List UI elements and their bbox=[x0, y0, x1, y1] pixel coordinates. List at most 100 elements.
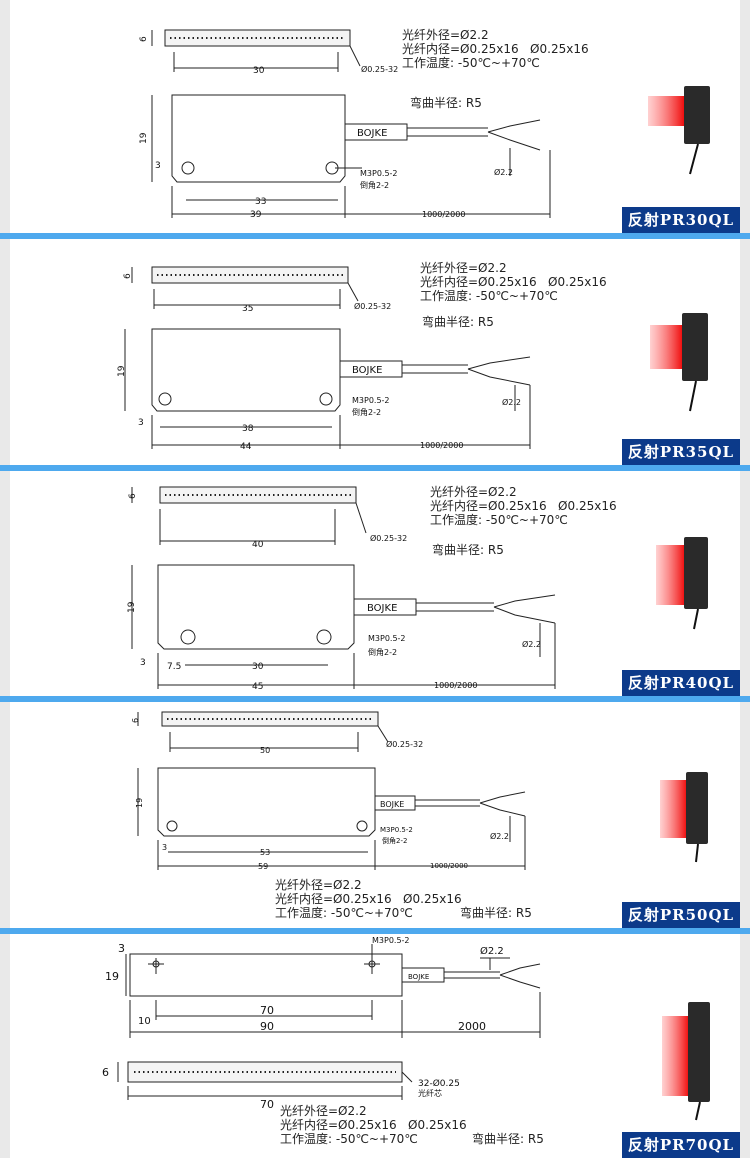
dim-body-length: 59 bbox=[258, 862, 268, 871]
panel-pr50ql: 6 50 Ø0.25-32 19 3 53 59 1000/2000 BOJKE… bbox=[10, 702, 740, 928]
spec-bend-radius: 弯曲半径: R5 bbox=[410, 96, 482, 110]
spec-outer-diameter: 光纤外径=Ø2.2 bbox=[275, 878, 362, 892]
dim-array-length: 40 bbox=[252, 540, 264, 550]
dim-fiber-array: Ø0.25-32 bbox=[361, 64, 398, 74]
fiber-face-label: 光纤芯 bbox=[418, 1088, 442, 1098]
spec-temperature: 工作温度: -50℃~+70℃ bbox=[430, 513, 568, 527]
model-badge-pr35ql: 反射PR35QL bbox=[622, 439, 740, 465]
dim-array-length: 30 bbox=[253, 66, 265, 76]
spec-block: 光纤外径=Ø2.2 光纤内径=Ø0.25x16 Ø0.25x16 工作温度: -… bbox=[402, 28, 589, 70]
spec-inner-diameter: 光纤内径=Ø0.25x16 Ø0.25x16 bbox=[280, 1118, 467, 1132]
dim-edge-offset: 7.5 bbox=[167, 662, 181, 672]
dim-height: 6 bbox=[128, 493, 138, 499]
product-photo-pr40ql bbox=[656, 537, 708, 630]
drawing-pr40ql: 6 40 Ø0.25-32 19 3 7.5 30 45 1000/2000 B… bbox=[127, 486, 556, 692]
spec-temperature: 工作温度: -50℃~+70℃ bbox=[275, 906, 413, 920]
product-photo-pr70ql bbox=[662, 1002, 710, 1121]
dim-cable-length: 1000/2000 bbox=[420, 441, 463, 450]
dim-body-height: 19 bbox=[105, 970, 119, 983]
spec-block: 光纤外径=Ø2.2 光纤内径=Ø0.25x16 Ø0.25x16 工作温度: -… bbox=[280, 1104, 467, 1146]
spec-bend-radius: 弯曲半径: R5 bbox=[432, 543, 504, 557]
dim-edge: 3 bbox=[162, 843, 167, 852]
screw-label: M3P0.5-2 bbox=[372, 936, 410, 945]
spec-block: 光纤外径=Ø2.2 光纤内径=Ø0.25x16 Ø0.25x16 工作温度: -… bbox=[420, 261, 607, 303]
dim-fiber-array: Ø0.25-32 bbox=[386, 739, 423, 749]
dim-hole-pitch: 53 bbox=[260, 848, 270, 857]
dim-array-length: 70 bbox=[260, 1098, 274, 1111]
dim-body-length: 39 bbox=[250, 210, 262, 220]
spec-outer-diameter: 光纤外径=Ø2.2 bbox=[402, 28, 489, 42]
model-badge-pr30ql: 反射PR30QL bbox=[622, 207, 740, 233]
panel-pr35ql: 6 35 Ø0.25-32 19 3 38 44 1000/2000 BOJKE… bbox=[10, 239, 740, 465]
panel-pr70ql: 3 19 M3P0.5-2 Ø2.2 BOJKE 10 70 90 2000 6… bbox=[10, 934, 740, 1158]
spec-outer-diameter: 光纤外径=Ø2.2 bbox=[280, 1104, 367, 1118]
model-badge-pr70ql: 反射PR70QL bbox=[622, 1132, 740, 1158]
screw-label: M3P0.5-2 bbox=[368, 634, 406, 643]
spec-outer-diameter: 光纤外径=Ø2.2 bbox=[420, 261, 507, 275]
drawing-pr70ql: 3 19 M3P0.5-2 Ø2.2 BOJKE 10 70 90 2000 6… bbox=[102, 936, 541, 1111]
dim-hole-pitch: 33 bbox=[255, 197, 266, 207]
brand-label: BOJKE bbox=[408, 973, 429, 981]
chamfer-label: 倒角2-2 bbox=[352, 407, 381, 417]
spec-bend-radius: 弯曲半径: R5 bbox=[460, 906, 532, 920]
spec-inner-diameter: 光纤内径=Ø0.25x16 Ø0.25x16 bbox=[420, 275, 607, 289]
fiber-diameter-label: Ø2.2 bbox=[490, 831, 509, 841]
spec-inner-diameter: 光纤内径=Ø0.25x16 Ø0.25x16 bbox=[402, 42, 589, 56]
panel-pr40ql: 6 40 Ø0.25-32 19 3 7.5 30 45 1000/2000 B… bbox=[10, 471, 740, 696]
dim-hole-pitch: 70 bbox=[260, 1004, 274, 1017]
separator bbox=[0, 928, 750, 934]
dim-edge: 3 bbox=[140, 658, 146, 668]
dim-hole-pitch: 38 bbox=[242, 424, 254, 434]
spec-temperature: 工作温度: -50℃~+70℃ bbox=[420, 289, 558, 303]
spec-bend-radius: 弯曲半径: R5 bbox=[472, 1132, 544, 1146]
spec-block: 光纤外径=Ø2.2 光纤内径=Ø0.25x16 Ø0.25x16 工作温度: -… bbox=[275, 878, 462, 920]
brand-label: BOJKE bbox=[380, 800, 404, 809]
dim-edge-offset: 10 bbox=[138, 1016, 151, 1027]
separator bbox=[0, 465, 750, 471]
chamfer-label: 倒角2-2 bbox=[382, 836, 407, 845]
chamfer-label: 倒角2-2 bbox=[360, 180, 389, 190]
separator bbox=[0, 233, 750, 239]
spec-outer-diameter: 光纤外径=Ø2.2 bbox=[430, 485, 517, 499]
fiber-diameter-label: Ø2.2 bbox=[502, 397, 521, 407]
dim-cable-length: 1000/2000 bbox=[422, 210, 465, 219]
brand-label: BOJKE bbox=[352, 365, 382, 376]
dim-body-height: 19 bbox=[139, 132, 149, 144]
dim-body-length: 45 bbox=[252, 682, 263, 692]
model-badge-pr40ql: 反射PR40QL bbox=[622, 670, 740, 696]
fiber-diameter-label: Ø2.2 bbox=[522, 639, 541, 649]
spec-bend-radius: 弯曲半径: R5 bbox=[422, 315, 494, 329]
dim-height: 6 bbox=[139, 36, 149, 42]
dim-body-length: 90 bbox=[260, 1020, 274, 1033]
product-photo-pr30ql bbox=[648, 86, 710, 175]
dim-height: 3 bbox=[118, 942, 125, 955]
spec-temperature: 工作温度: -50℃~+70℃ bbox=[402, 56, 540, 70]
dim-cable-length: 1000/2000 bbox=[430, 862, 468, 870]
screw-label: M3P0.5-2 bbox=[360, 169, 398, 178]
dim-edge: 3 bbox=[138, 418, 144, 428]
model-badge-pr50ql: 反射PR50QL bbox=[622, 902, 740, 928]
fiber-diameter-label: Ø2.2 bbox=[480, 945, 504, 957]
dim-array-length: 35 bbox=[242, 304, 253, 314]
spec-block: 光纤外径=Ø2.2 光纤内径=Ø0.25x16 Ø0.25x16 工作温度: -… bbox=[430, 485, 617, 527]
brand-label: BOJKE bbox=[367, 603, 397, 614]
screw-label: M3P0.5-2 bbox=[380, 826, 413, 834]
product-photo-pr50ql bbox=[660, 772, 708, 863]
screw-label: M3P0.5-2 bbox=[352, 396, 390, 405]
dim-fiber-array: 32-Ø0.25 bbox=[418, 1078, 460, 1089]
dim-height: 6 bbox=[123, 273, 133, 279]
spec-inner-diameter: 光纤内径=Ø0.25x16 Ø0.25x16 bbox=[430, 499, 617, 513]
dim-height: 6 bbox=[131, 718, 140, 723]
product-photo-pr35ql bbox=[650, 313, 708, 412]
dim-hole-pitch: 30 bbox=[252, 662, 264, 672]
dim-array-length: 50 bbox=[260, 746, 270, 755]
dim-fiber-array: Ø0.25-32 bbox=[370, 533, 407, 543]
drawing-pr30ql: 6 30 Ø0.25-32 19 3 33 39 1000/2000 BOJKE… bbox=[139, 29, 551, 220]
spec-inner-diameter: 光纤内径=Ø0.25x16 Ø0.25x16 bbox=[275, 892, 462, 906]
brand-label: BOJKE bbox=[357, 128, 387, 139]
dim-edge: 3 bbox=[155, 161, 161, 171]
dim-body-length: 44 bbox=[240, 442, 252, 452]
panel-pr30ql: 6 30 Ø0.25-32 19 3 33 39 1000/2000 BOJKE… bbox=[10, 0, 740, 233]
dim-body-height: 19 bbox=[135, 798, 144, 808]
